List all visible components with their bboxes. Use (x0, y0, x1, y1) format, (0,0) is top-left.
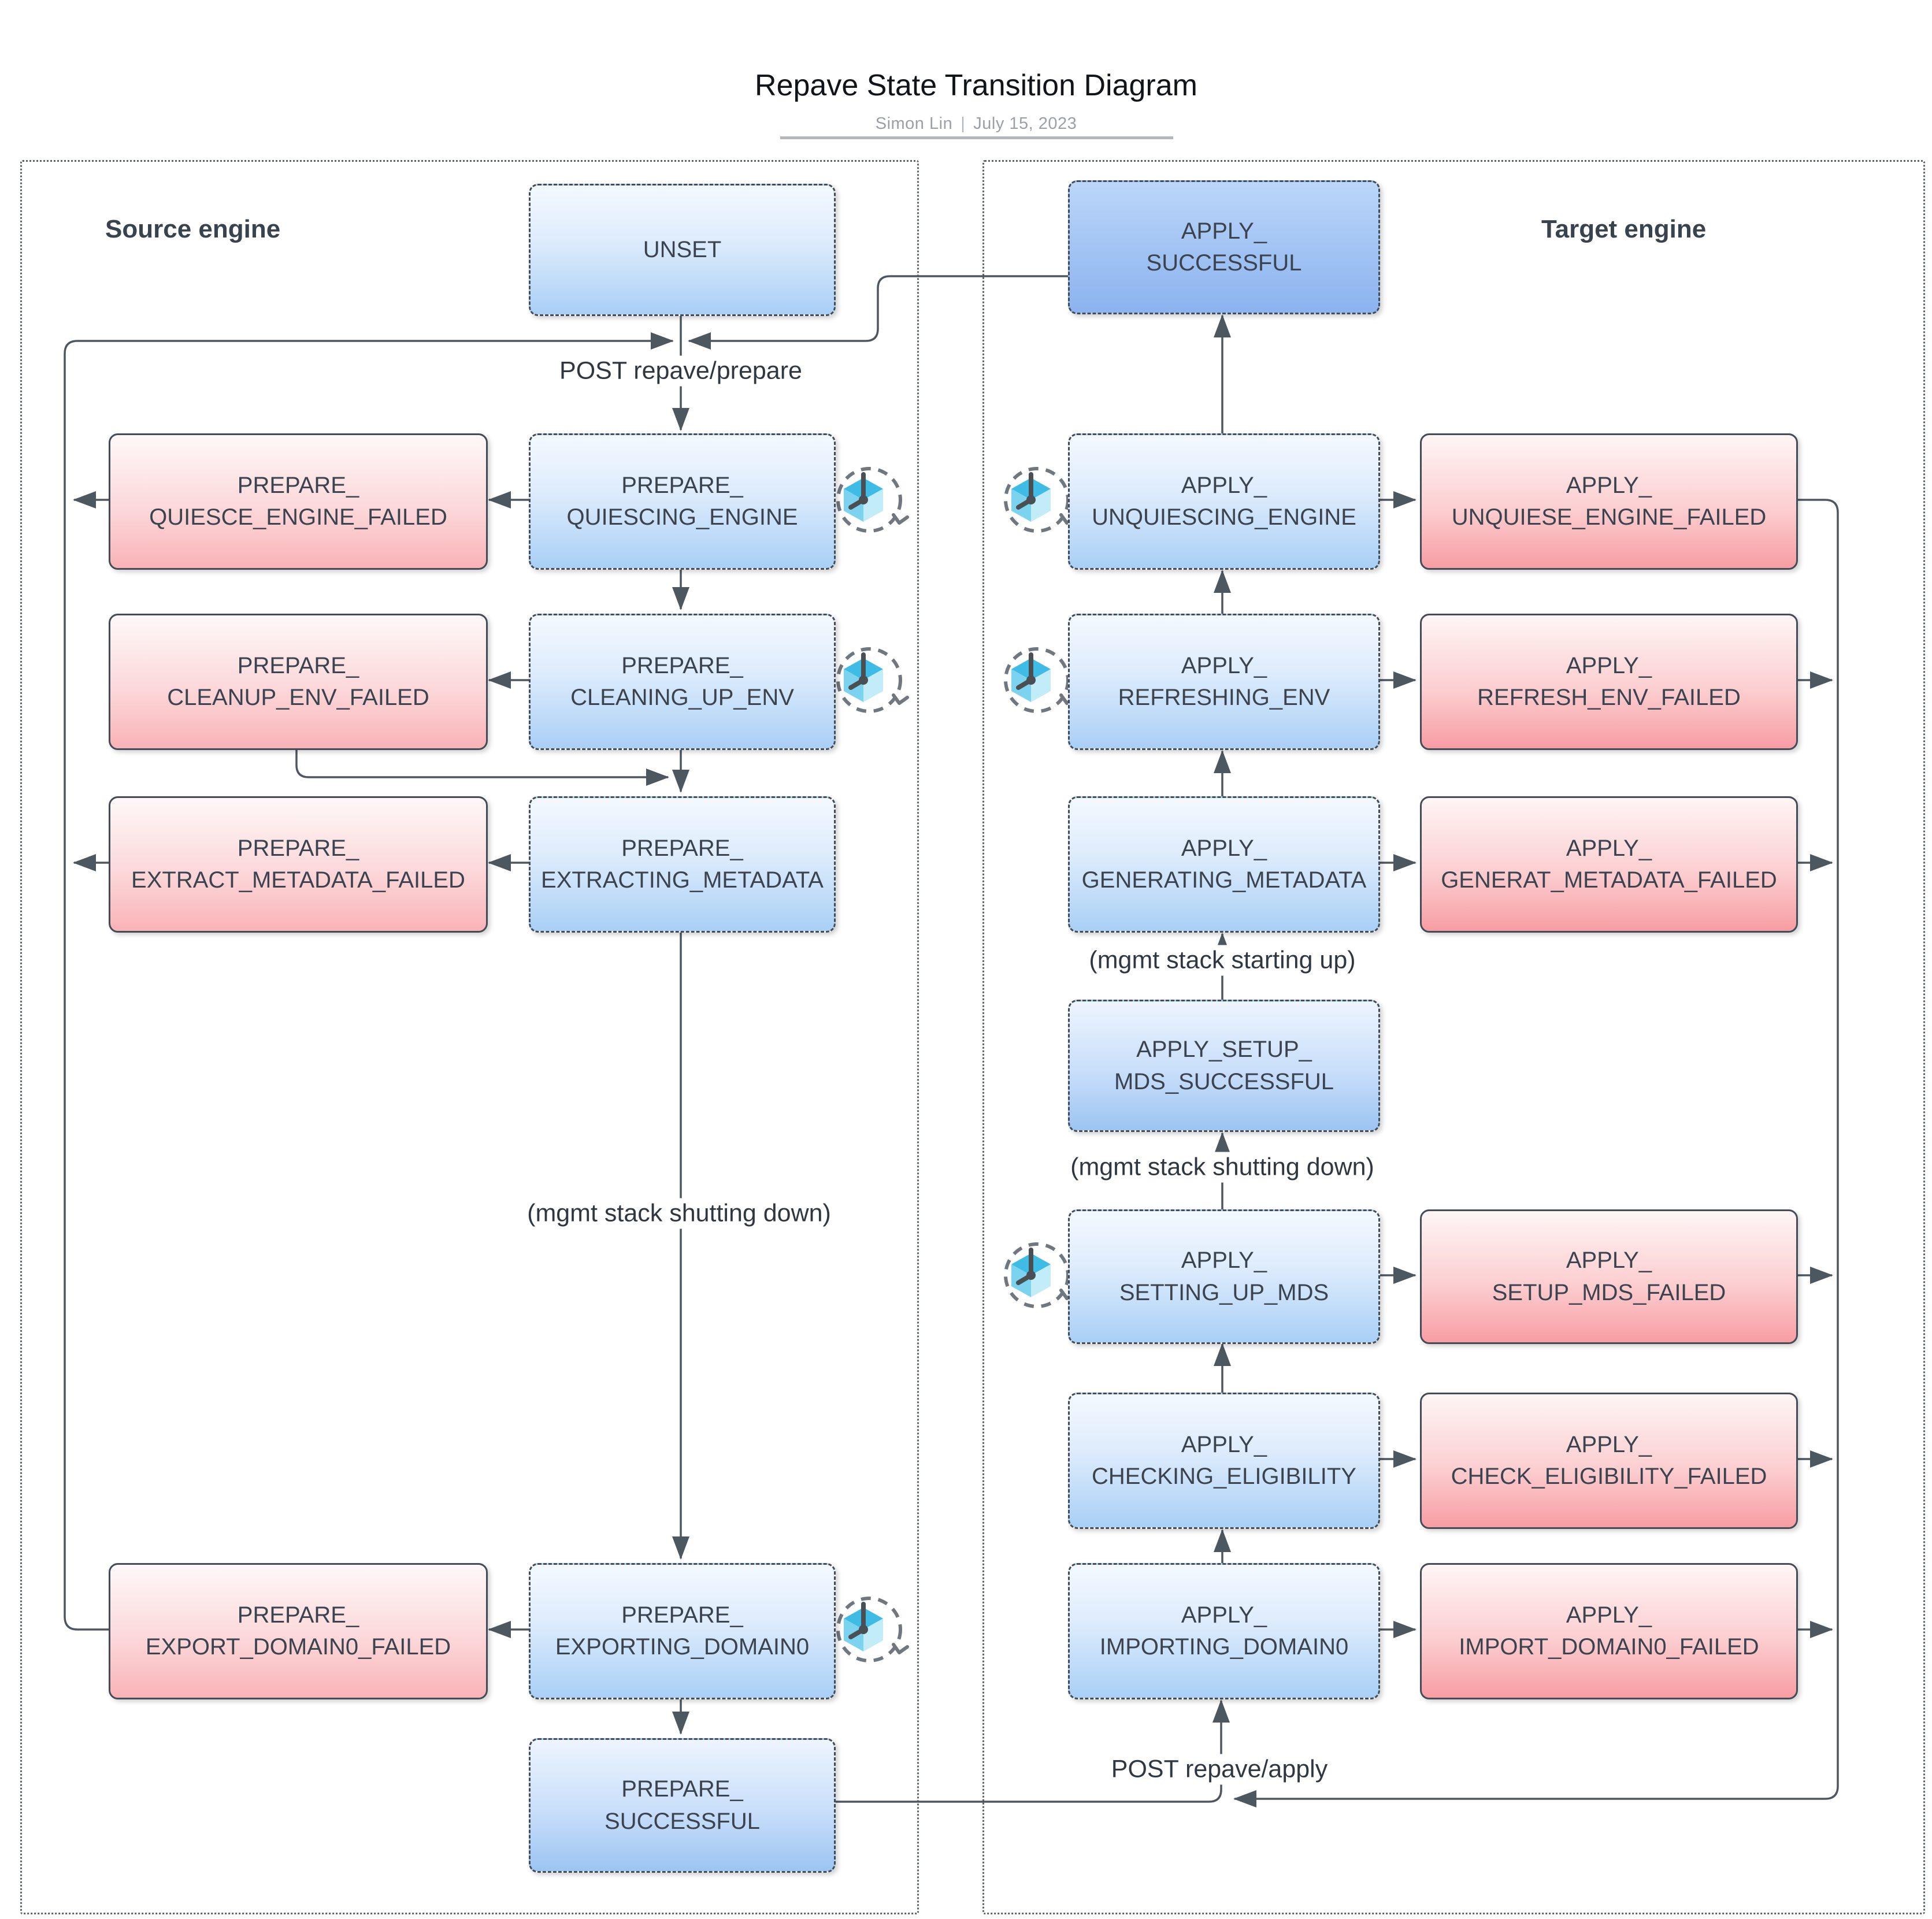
page-title: Repave State Transition Diagram (755, 69, 1197, 102)
state-node-label: APPLY_ UNQUIESE_ENGINE_FAILED (1451, 472, 1767, 530)
author: Simon Lin (875, 114, 953, 133)
state-node-prepare-exporting-domain0[interactable]: PREPARE_ EXPORTING_DOMAIN0 (529, 1563, 836, 1699)
timer-icon (838, 649, 907, 711)
state-node-apply-import-domain0-failed[interactable]: APPLY_ IMPORT_DOMAIN0_FAILED (1420, 1563, 1798, 1699)
edge-cleanup-failed-merge (295, 747, 669, 786)
state-node-apply-importing-domain0[interactable]: APPLY_ IMPORTING_DOMAIN0 (1068, 1563, 1380, 1699)
edge-failed-collector-to-retry-apply (1233, 499, 1839, 1807)
state-node-label: UNSET (643, 236, 722, 262)
state-node-apply-successful[interactable]: APPLY_ SUCCESSFUL (1068, 180, 1380, 314)
state-node-prepare-export-domain0-failed[interactable]: PREPARE_ EXPORT_DOMAIN0_FAILED (109, 1563, 488, 1699)
edge-label-post-repave-apply: POST repave/apply (1105, 1754, 1334, 1785)
state-node-prepare-extract-metadata-failed[interactable]: PREPARE_ EXTRACT_METADATA_FAILED (109, 796, 488, 933)
state-node-label: PREPARE_ CLEANING_UP_ENV (570, 652, 794, 710)
byline: Simon Lin | July 15, 2023 (876, 114, 1077, 133)
state-node-label: APPLY_ SETTING_UP_MDS (1119, 1248, 1329, 1305)
state-node-apply-setup-mds-failed[interactable]: APPLY_ SETUP_MDS_FAILED (1420, 1209, 1798, 1344)
state-node-apply-refreshing-env[interactable]: APPLY_ REFRESHING_ENV (1068, 614, 1380, 750)
state-node-apply-unquiese-engine-failed[interactable]: APPLY_ UNQUIESE_ENGINE_FAILED (1420, 433, 1798, 570)
edges-group (64, 275, 1839, 1807)
state-node-apply-check-eligibility-failed[interactable]: APPLY_ CHECK_ELIGIBILITY_FAILED (1420, 1393, 1798, 1529)
state-node-label: PREPARE_ EXPORTING_DOMAIN0 (555, 1602, 810, 1660)
edge-label-post-repave-prepare: POST repave/prepare (554, 355, 808, 387)
state-node-label: PREPARE_ EXPORT_DOMAIN0_FAILED (145, 1602, 451, 1660)
state-node-label: APPLY_ CHECK_ELIGIBILITY_FAILED (1451, 1431, 1767, 1489)
state-node-apply-setup-mds-successful[interactable]: APPLY_SETUP_ MDS_SUCCESSFUL (1068, 1000, 1380, 1132)
state-node-label: APPLY_ REFRESHING_ENV (1118, 652, 1330, 710)
edge-export-failed-loop-to-start (64, 332, 674, 1631)
state-node-prepare-quiescing-engine[interactable]: PREPARE_ QUIESCING_ENGINE (529, 433, 836, 570)
state-node-label: APPLY_ CHECKING_ELIGIBILITY (1092, 1431, 1356, 1489)
state-node-label: APPLY_ SUCCESSFUL (1146, 218, 1302, 276)
state-node-label: APPLY_ IMPORT_DOMAIN0_FAILED (1459, 1602, 1759, 1660)
timer-icon (1006, 1244, 1075, 1306)
timer-icon (838, 1598, 907, 1661)
target-engine-label: Target engine (1541, 215, 1707, 243)
state-node-prepare-cleanup-env-failed[interactable]: PREPARE_ CLEANUP_ENV_FAILED (109, 614, 488, 750)
state-node-unset[interactable]: UNSET (529, 184, 836, 316)
state-node-apply-generating-metadata[interactable]: APPLY_ GENERATING_METADATA (1068, 796, 1380, 933)
state-node-apply-checking-eligibility[interactable]: APPLY_ CHECKING_ELIGIBILITY (1068, 1393, 1380, 1529)
state-node-prepare-extracting-metadata[interactable]: PREPARE_ EXTRACTING_METADATA (529, 796, 836, 933)
byline-separator: | (961, 114, 966, 133)
timer-icon (838, 469, 907, 531)
state-node-label: APPLY_ REFRESH_ENV_FAILED (1477, 652, 1741, 710)
state-node-label: APPLY_ UNQUIESCING_ENGINE (1092, 472, 1356, 530)
edge-apply-successful-to-start (688, 275, 1068, 350)
byline-divider (780, 136, 1173, 139)
state-node-label: PREPARE_ EXTRACTING_METADATA (541, 835, 824, 893)
state-node-label: APPLY_ GENERAT_METADATA_FAILED (1441, 835, 1777, 893)
state-node-prepare-cleaning-up-env[interactable]: PREPARE_ CLEANING_UP_ENV (529, 614, 836, 750)
state-node-apply-refresh-env-failed[interactable]: APPLY_ REFRESH_ENV_FAILED (1420, 614, 1798, 750)
state-node-apply-generat-metadata-failed[interactable]: APPLY_ GENERAT_METADATA_FAILED (1420, 796, 1798, 933)
state-node-label: PREPARE_ CLEANUP_ENV_FAILED (167, 652, 429, 710)
state-node-prepare-quiesce-engine-failed[interactable]: PREPARE_ QUIESCE_ENGINE_FAILED (109, 433, 488, 570)
state-node-label: PREPARE_ EXTRACT_METADATA_FAILED (131, 835, 465, 893)
state-node-label: APPLY_ SETUP_MDS_FAILED (1492, 1248, 1726, 1305)
state-node-apply-unquiescing-engine[interactable]: APPLY_ UNQUIESCING_ENGINE (1068, 433, 1380, 570)
edge-label-mgmt-stack-shutting-down-source: (mgmt stack shutting down) (521, 1198, 837, 1229)
state-node-label: APPLY_SETUP_ MDS_SUCCESSFUL (1114, 1037, 1334, 1094)
source-engine-label: Source engine (105, 215, 281, 243)
state-node-label: APPLY_ GENERATING_METADATA (1081, 835, 1367, 893)
edge-label-mgmt-stack-starting-up: (mgmt stack starting up) (1083, 945, 1362, 976)
date: July 15, 2023 (973, 114, 1077, 133)
state-node-prepare-successful[interactable]: PREPARE_ SUCCESSFUL (529, 1738, 836, 1873)
state-node-label: APPLY_ IMPORTING_DOMAIN0 (1099, 1602, 1349, 1660)
edge-prepare-successful-to-importing (832, 1699, 1230, 1803)
target-engine-container (982, 160, 1925, 1914)
state-node-label: PREPARE_ QUIESCING_ENGINE (566, 472, 798, 530)
edge-label-mgmt-stack-shutting-down-target: (mgmt stack shutting down) (1065, 1152, 1380, 1183)
state-node-apply-setting-up-mds[interactable]: APPLY_ SETTING_UP_MDS (1068, 1209, 1380, 1344)
timer-icon (1006, 469, 1075, 531)
source-engine-container (20, 160, 919, 1914)
timer-icon (1006, 649, 1075, 711)
state-node-label: PREPARE_ QUIESCE_ENGINE_FAILED (149, 472, 447, 530)
state-node-label: PREPARE_ SUCCESSFUL (605, 1776, 760, 1834)
